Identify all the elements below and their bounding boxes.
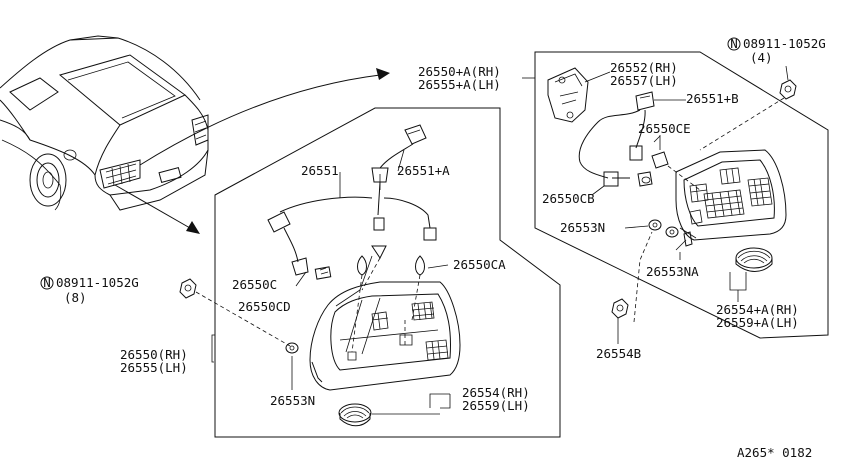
washer-26553N-left <box>285 342 299 354</box>
nut-symbol-left-letter: N <box>43 275 51 290</box>
left-assembly-box <box>214 107 561 438</box>
tail-lamp-right <box>667 149 787 241</box>
gasket-26554-left <box>338 403 372 427</box>
right-leaders <box>522 77 747 302</box>
right-assembly-box <box>534 51 829 339</box>
nut-26554B <box>611 231 653 344</box>
nut-symbol-left <box>40 276 54 290</box>
label-26552RH: 26552(RH) <box>610 60 678 75</box>
label-26555A-LH: 26555+A(LH) <box>418 77 501 92</box>
label-26551: 26551 <box>301 163 339 178</box>
diagram-code: A265* 0182 <box>737 445 812 460</box>
tail-lamp-left <box>309 281 461 391</box>
harness-26551 <box>267 124 437 280</box>
bracket-26552 <box>547 67 611 123</box>
label-26559A-LH: 26559+A(LH) <box>716 315 799 330</box>
nut-left <box>179 278 291 347</box>
label-26554A-RH: 26554+A(RH) <box>716 302 799 317</box>
nut-symbol-right <box>727 37 741 51</box>
nut-symbol-right-letter: N <box>730 36 738 51</box>
label-26555LH: 26555(LH) <box>120 360 188 375</box>
nut-right <box>699 65 797 151</box>
label-26550RH: 26550(RH) <box>120 347 188 362</box>
label-26553NA: 26553NA <box>646 264 699 279</box>
left-leaders <box>211 149 451 415</box>
label-26551B: 26551+B <box>686 91 739 106</box>
harness-26551B <box>578 91 686 187</box>
label-26550A-RH: 26550+A(RH) <box>418 64 501 79</box>
left-bulbs <box>347 257 421 361</box>
label-26553N-left: 26553N <box>270 393 315 408</box>
callout-arrows <box>114 68 390 234</box>
label-26550CD: 26550CD <box>238 299 291 314</box>
label-26550C: 26550C <box>232 277 277 292</box>
label-26559LH: 26559(LH) <box>462 398 530 413</box>
washer-26553NA <box>665 226 693 251</box>
car-rear-illustration <box>0 35 209 211</box>
label-26550CA: 26550CA <box>453 257 506 272</box>
label-26557LH: 26557(LH) <box>610 73 678 88</box>
gasket-26554A <box>735 247 773 272</box>
label-nut-left: 08911-1052G <box>56 275 139 290</box>
label-26551A: 26551+A <box>397 163 450 178</box>
label-26554RH: 26554(RH) <box>462 385 530 400</box>
label-26550CE: 26550CE <box>638 121 691 136</box>
label-nut-right: 08911-1052G <box>743 36 826 51</box>
label-nut-right-qty: (4) <box>750 50 773 65</box>
washer-26553N-right <box>648 219 662 231</box>
label-26554B: 26554B <box>596 346 641 361</box>
label-26553N-right: 26553N <box>560 220 605 235</box>
label-nut-left-qty: (8) <box>64 290 87 305</box>
label-26550CB: 26550CB <box>542 191 595 206</box>
labels: 26551 26551+A 26550C 26550CD 26550CA N 0… <box>40 36 826 460</box>
